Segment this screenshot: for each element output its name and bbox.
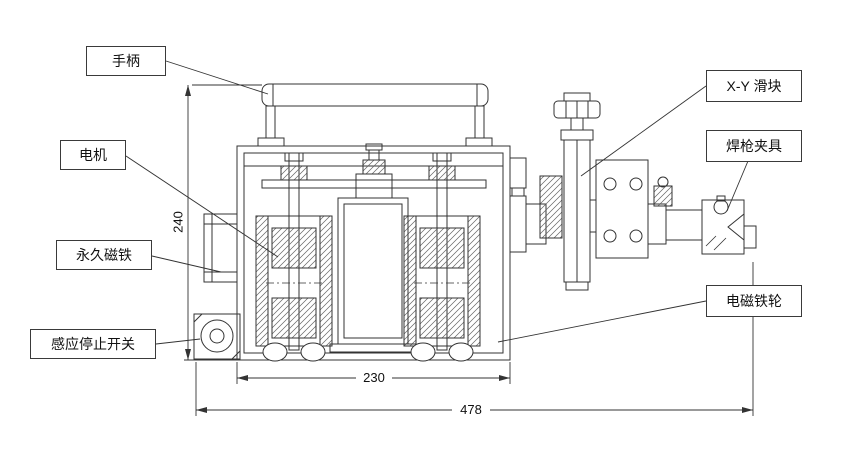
xy-slider-rail bbox=[560, 129, 594, 291]
dim-wheelbase: 230 bbox=[363, 370, 385, 385]
center-drive bbox=[362, 143, 386, 175]
gun-clamp bbox=[647, 176, 757, 255]
bottom-rollers bbox=[262, 342, 474, 362]
leader-lines bbox=[125, 60, 749, 345]
dimension-lines bbox=[184, 84, 754, 418]
handle bbox=[257, 83, 493, 147]
label-gun-clamp: 焊枪夹具 bbox=[706, 130, 802, 162]
top-plate bbox=[261, 179, 487, 189]
mount-plate bbox=[590, 159, 649, 259]
side-bracket bbox=[509, 157, 563, 253]
left-wheel bbox=[255, 215, 333, 347]
right-wheel bbox=[403, 215, 481, 347]
label-magnet-wheel: 电磁铁轮 bbox=[706, 285, 802, 317]
stop-switch bbox=[193, 313, 241, 360]
label-xy-slider: X-Y 滑块 bbox=[706, 70, 802, 102]
dim-height: 240 bbox=[170, 211, 185, 233]
label-motor: 电机 bbox=[60, 140, 126, 170]
motor-block bbox=[329, 173, 417, 353]
label-stop-switch: 感应停止开关 bbox=[30, 329, 156, 359]
label-handle: 手柄 bbox=[86, 46, 166, 76]
dim-overall: 478 bbox=[460, 402, 482, 417]
label-permanent-magnet: 永久磁铁 bbox=[56, 240, 152, 270]
adjust-knob bbox=[553, 92, 601, 131]
